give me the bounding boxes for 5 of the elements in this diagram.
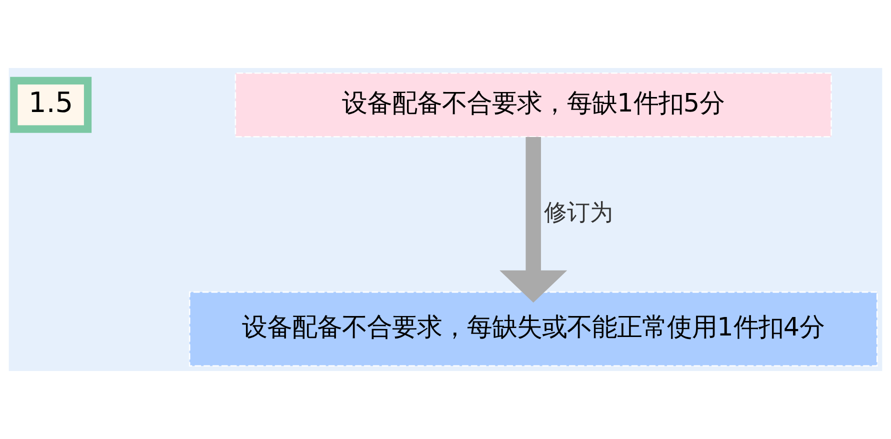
node-box: 1.5 bbox=[10, 76, 92, 133]
edge-label: 修订为 bbox=[544, 200, 613, 226]
node-box: 设备配备不合要求，每缺1件扣5分 bbox=[234, 72, 832, 138]
arrow bbox=[500, 137, 568, 303]
node-box: 设备配备不合要求，每缺失或不能正常使用1件扣4分 bbox=[188, 291, 878, 367]
